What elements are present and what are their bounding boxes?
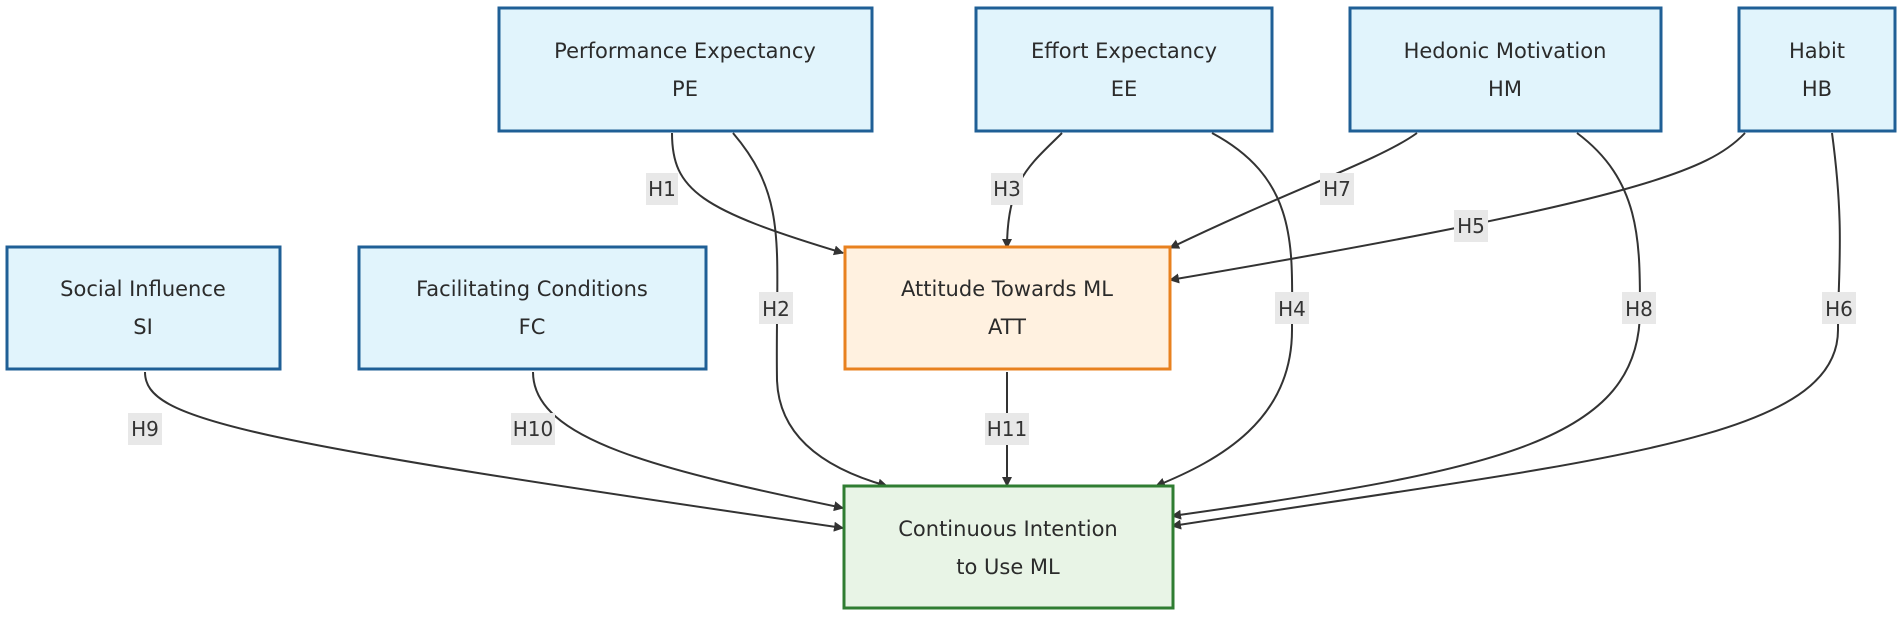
node-box-ci (842, 484, 1175, 610)
node-box-si (5, 245, 282, 371)
edge-h5 (1169, 132, 1746, 284)
edge-label-bg-h5 (1454, 210, 1488, 242)
node-si-title: Social Influence (60, 277, 226, 301)
edge-label-h5: H5 (1457, 214, 1485, 238)
edge-label-bg-h9 (128, 413, 162, 445)
edge-label-bg-h8 (1622, 292, 1656, 324)
node-fc-title: Facilitating Conditions (416, 277, 648, 301)
edge-label-bg-h7 (1320, 173, 1354, 205)
node-box-hm (1348, 6, 1663, 133)
edge-h10 (532, 371, 844, 512)
node-continuous-intention: Continuous Intention to Use ML (842, 484, 1175, 610)
edges (144, 132, 1841, 532)
node-box-att (843, 245, 1172, 371)
node-performance-expectancy: Performance Expectancy PE (497, 6, 874, 133)
edge-label-bg-h4 (1275, 292, 1309, 324)
edge-label-h2: H2 (762, 297, 790, 321)
edge-label-h9: H9 (131, 417, 159, 441)
edge-label-h10: H10 (513, 417, 554, 441)
node-habit: Habit HB (1737, 6, 1897, 133)
edge-label-h6: H6 (1825, 297, 1853, 321)
edge-h7 (1169, 132, 1418, 249)
edge-labels: H1 H2 H3 H4 H5 H6 H7 H8 H9 H10 H11 (128, 173, 1856, 445)
node-facilitating-conditions: Facilitating Conditions FC (357, 245, 708, 371)
edge-label-h3: H3 (993, 177, 1021, 201)
node-hedonic-motivation: Hedonic Motivation HM (1348, 6, 1663, 133)
node-hm-title: Hedonic Motivation (1404, 39, 1607, 63)
edge-h8 (1171, 132, 1642, 520)
edge-label-bg-h6 (1822, 292, 1856, 324)
edge-h1 (671, 132, 844, 256)
node-att-abbr: ATT (988, 315, 1026, 339)
edge-label-bg-h10 (511, 413, 555, 445)
edge-label-bg-h3 (991, 173, 1023, 205)
edge-label-h1: H1 (648, 177, 676, 201)
node-ci-subtitle: to Use ML (956, 555, 1060, 579)
edge-h4 (1155, 132, 1294, 488)
node-social-influence: Social Influence SI (5, 245, 282, 371)
node-ee-title: Effort Expectancy (1031, 39, 1217, 63)
edge-label-h11: H11 (987, 417, 1028, 441)
node-hb-title: Habit (1789, 39, 1845, 63)
node-att-title: Attitude Towards ML (901, 277, 1113, 301)
node-attitude-towards-ml: Attitude Towards ML ATT (843, 245, 1172, 371)
node-si-abbr: SI (133, 315, 153, 339)
node-box-hb (1737, 6, 1897, 133)
node-effort-expectancy: Effort Expectancy EE (974, 6, 1274, 133)
edge-label-h8: H8 (1625, 297, 1653, 321)
node-pe-title: Performance Expectancy (554, 39, 816, 63)
node-pe-abbr: PE (672, 77, 698, 101)
node-hm-abbr: HM (1488, 77, 1522, 101)
edge-label-h7: H7 (1323, 177, 1351, 201)
edge-h6 (1171, 132, 1841, 530)
node-fc-abbr: FC (519, 315, 546, 339)
node-hb-abbr: HB (1802, 77, 1832, 101)
node-box-pe (497, 6, 874, 133)
edge-label-bg-h11 (985, 413, 1029, 445)
edge-h2 (732, 132, 888, 489)
node-ci-title: Continuous Intention (898, 517, 1117, 541)
node-box-fc (357, 245, 708, 371)
edge-label-bg-h2 (759, 292, 793, 324)
edge-label-bg-h1 (646, 173, 678, 205)
edge-h9 (144, 371, 844, 532)
node-ee-abbr: EE (1111, 77, 1138, 101)
edge-label-h4: H4 (1278, 297, 1306, 321)
node-box-ee (974, 6, 1274, 133)
